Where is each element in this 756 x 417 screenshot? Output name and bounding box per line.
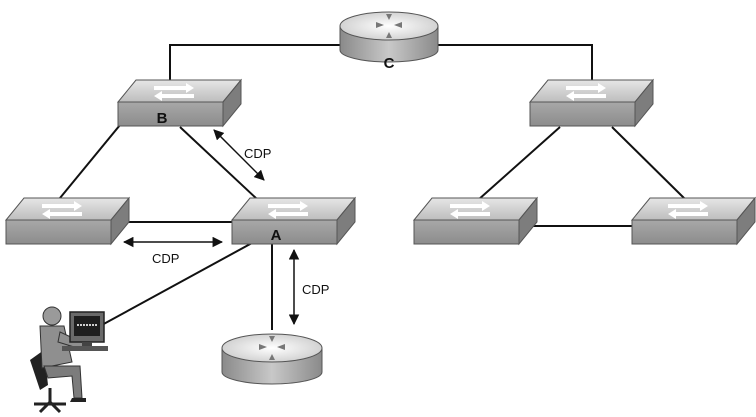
cdp-label-a-left: CDP <box>152 251 179 266</box>
router-icon-c: C <box>339 11 439 72</box>
cdp-label-a-router: CDP <box>302 282 329 297</box>
router-label-c: C <box>384 55 395 72</box>
switch-icon-b: B <box>116 78 243 128</box>
link-right-top-to-right-right <box>611 126 687 201</box>
link-right-top-to-right-left <box>477 126 561 201</box>
links <box>59 44 687 330</box>
switch-icon-right-right <box>630 196 756 246</box>
cdp-arrow-b-a <box>213 129 265 181</box>
switch-label-a: A <box>271 227 282 244</box>
link-b-to-left-switch <box>59 124 121 199</box>
router-icon-bottom <box>221 333 323 385</box>
link-c-to-right-switch <box>438 44 593 82</box>
cdp-label-a-b: CDP <box>244 146 271 161</box>
switch-icon-left <box>4 196 131 246</box>
link-a-to-workstation <box>99 242 253 327</box>
switch-icon-right-top <box>528 78 655 128</box>
link-c-to-b <box>169 44 340 82</box>
link-b-to-a <box>179 126 259 201</box>
admin-workstation-icon <box>30 306 108 414</box>
switch-label-b: B <box>157 110 168 127</box>
cdp-arrows <box>122 129 300 326</box>
switch-icon-a: A <box>230 196 357 246</box>
switch-icon-right-left <box>412 196 539 246</box>
